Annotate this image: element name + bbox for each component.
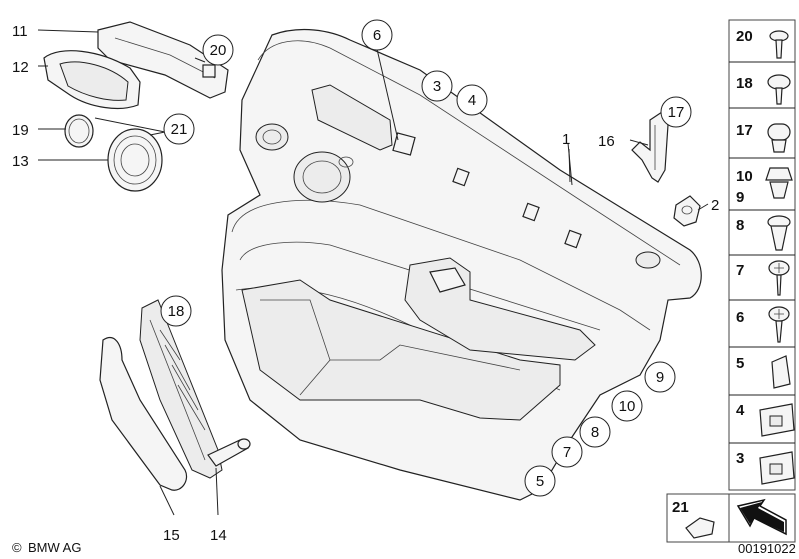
svg-text:5: 5 (536, 473, 544, 490)
panel-label-8: 8 (736, 217, 744, 234)
panel-label-5: 5 (736, 355, 744, 372)
screw-icon-18 (767, 74, 791, 105)
inset-label-21: 21 (672, 499, 689, 516)
clip-part-2 (673, 195, 701, 227)
clip-icon-8 (767, 215, 791, 251)
callout-7: 7 (551, 436, 583, 468)
inset-panel-21: 21 (666, 493, 730, 543)
screw-icon-7 (768, 260, 790, 296)
brand-label: BMW AG (28, 540, 81, 555)
panel-label-4: 4 (736, 402, 745, 419)
plug-icon-17 (767, 123, 791, 153)
svg-text:4: 4 (468, 92, 476, 109)
callout-18: 18 (160, 295, 192, 327)
fastener-panel: 20 18 17 10 9 8 7 6 5 4 3 (728, 19, 796, 491)
panel-label-17: 17 (736, 122, 753, 139)
label-15: 15 (163, 527, 180, 544)
label-11: 11 (12, 23, 28, 40)
label-1: 1 (562, 131, 570, 148)
diagram-code: 00191022 (738, 541, 796, 556)
label-16: 16 (598, 133, 615, 150)
callout-5: 5 (524, 465, 556, 497)
svg-text:17: 17 (668, 104, 685, 121)
speaker-grilles (64, 114, 163, 192)
grab-handle-parts (99, 299, 251, 491)
orientation-arrow-panel (728, 493, 796, 543)
callout-17: 17 (660, 96, 692, 128)
svg-text:21: 21 (171, 121, 188, 138)
bracket-part-16 (631, 111, 669, 183)
svg-text:10: 10 (619, 398, 636, 415)
svg-text:18: 18 (168, 303, 185, 320)
panel-label-20: 20 (736, 28, 753, 45)
clip-icon-4 (759, 403, 795, 437)
callout-4: 4 (456, 84, 488, 116)
svg-text:3: 3 (433, 78, 441, 95)
svg-text:9: 9 (656, 369, 664, 386)
door-trim-panel (221, 28, 702, 501)
label-2: 2 (711, 197, 719, 214)
screw-icon-20 (769, 30, 789, 59)
panel-label-9: 9 (736, 189, 744, 206)
callout-3: 3 (421, 70, 453, 102)
callout-8: 8 (579, 416, 611, 448)
label-14: 14 (210, 527, 227, 544)
svg-text:7: 7 (563, 444, 571, 461)
panel-label-7: 7 (736, 262, 744, 279)
screw-icon-6 (768, 306, 790, 343)
svg-text:20: 20 (210, 42, 227, 59)
callout-9: 9 (644, 361, 676, 393)
label-19: 19 (12, 122, 29, 139)
svg-text:8: 8 (591, 424, 599, 441)
copyright-symbol: © (12, 540, 22, 555)
inner-handle-assembly (43, 21, 229, 110)
callout-20: 20 (202, 34, 234, 66)
clip-icon-3 (759, 451, 795, 485)
svg-text:6: 6 (373, 27, 381, 44)
label-12: 12 (12, 59, 29, 76)
callout-21: 21 (163, 113, 195, 145)
label-13: 13 (12, 153, 29, 170)
nut-icon-5 (771, 355, 791, 389)
panel-label-18: 18 (736, 75, 753, 92)
panel-label-10: 10 (736, 168, 753, 185)
clip-icon-10-9 (765, 167, 793, 199)
callout-10: 10 (611, 390, 643, 422)
panel-label-6: 6 (736, 309, 744, 326)
panel-label-3: 3 (736, 450, 744, 467)
callout-6: 6 (361, 19, 393, 51)
